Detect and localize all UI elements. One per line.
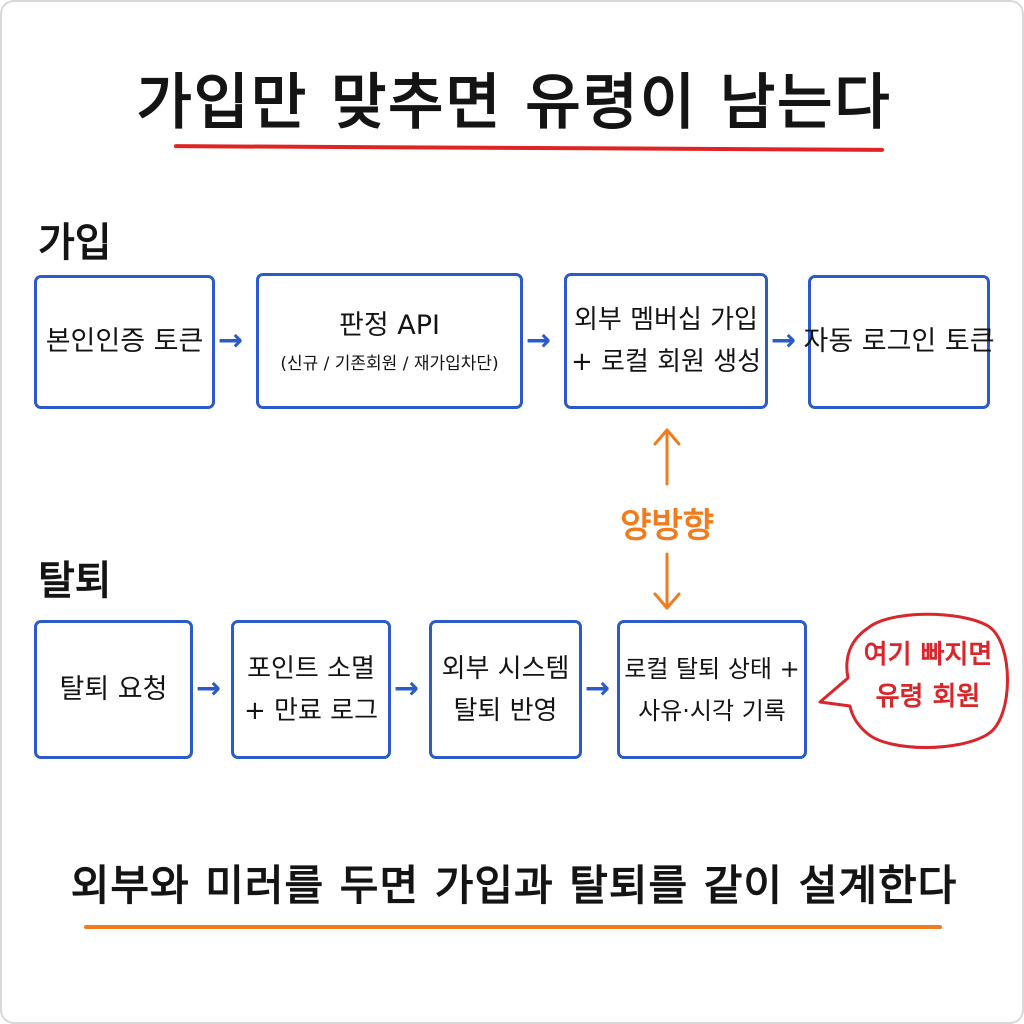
step-sublabel: (신규 / 기존회원 / 재가입차단) (280, 354, 499, 374)
flow-arrow-icon: → (585, 671, 611, 706)
withdrawal-step-local-record: 로컬 탈퇴 상태 + 사유·시각 기록 (617, 620, 807, 759)
footer-summary: 외부와 미러를 두면 가입과 탈퇴를 같이 설계한다 (70, 861, 958, 910)
signup-step-decision-api: 판정 API (신규 / 기존회원 / 재가입차단) (256, 273, 523, 409)
withdrawal-step-external-system: 외부 시스템 탈퇴 반영 (429, 620, 582, 759)
step-label: 판정 API (339, 310, 440, 341)
page-title: 가입만 맞추면 유령이 남는다 (136, 68, 892, 138)
flow-arrow-icon: → (771, 323, 797, 358)
step-label-line2: 사유·시각 기록 (638, 696, 786, 725)
step-label-line1: 로컬 탈퇴 상태 + (624, 654, 800, 683)
step-label: 본인인증 토큰 (45, 326, 204, 357)
flow-arrow-icon: → (218, 323, 244, 358)
step-label-line2: + 로컬 회원 생성 (570, 347, 762, 377)
step-label: 자동 로그인 토큰 (803, 326, 995, 357)
bidirectional-label: 양방향 (620, 506, 714, 546)
flow-arrow-icon: → (196, 671, 222, 706)
withdrawal-step-points-expire: 포인트 소멸 + 만료 로그 (231, 620, 391, 759)
warning-line1: 여기 빠지면 (863, 640, 993, 670)
warning-line2: 유령 회원 (875, 682, 981, 712)
bidirectional-arrow-icon (653, 428, 681, 610)
flow-arrow-icon: → (526, 323, 552, 358)
signup-step-external-membership: 외부 멤버십 가입 + 로컬 회원 생성 (564, 273, 768, 409)
signup-step-identity-token: 본인인증 토큰 (34, 275, 215, 409)
step-label-line2: + 만료 로그 (244, 695, 378, 726)
step-label-line1: 외부 멤버십 가입 (574, 305, 758, 335)
footer-underline (84, 925, 942, 929)
withdrawal-step-request: 탈퇴 요청 (34, 620, 193, 759)
step-label: 탈퇴 요청 (59, 673, 168, 705)
step-label-line1: 포인트 소멸 (247, 653, 375, 684)
warning-speech-bubble-icon (818, 612, 1009, 749)
step-label-line2: 탈퇴 반영 (453, 695, 558, 726)
title-underline (173, 144, 885, 152)
signup-section-label: 가입 (38, 220, 112, 266)
signup-step-auto-login-token: 자동 로그인 토큰 (803, 275, 995, 409)
flow-arrow-icon: → (394, 671, 420, 706)
step-label-line1: 외부 시스템 (441, 653, 570, 684)
withdrawal-section-label: 탈퇴 (38, 558, 112, 604)
warning-text: 여기 빠지면 유령 회원 (848, 634, 1008, 718)
